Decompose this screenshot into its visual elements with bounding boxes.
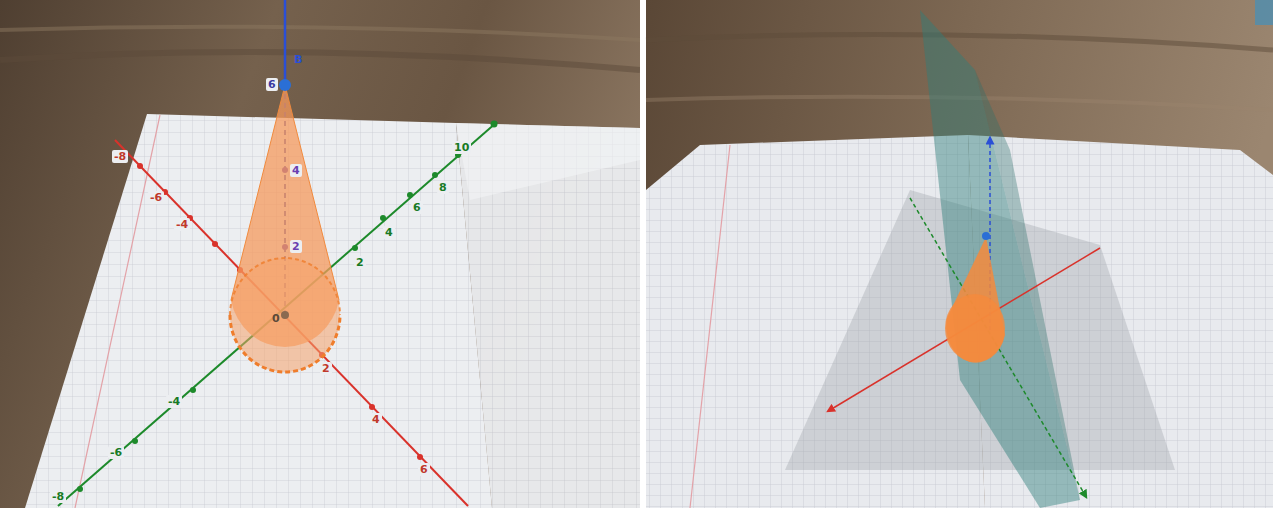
axis-number: -6: [148, 191, 164, 204]
axis-number: 2: [320, 362, 332, 375]
axis-number: 4: [383, 226, 395, 239]
axis-number: -8: [50, 490, 66, 503]
right-photo: [646, 0, 1273, 508]
axis-number: -6: [108, 446, 124, 459]
axis-number: 6: [266, 78, 278, 91]
axis-number: 6: [418, 463, 430, 476]
point-label: B: [292, 53, 304, 66]
left-photo: [0, 0, 640, 508]
axis-number: -4: [166, 395, 182, 408]
axis-number: 6: [411, 201, 423, 214]
axis-number: 2: [354, 256, 366, 269]
axis-number: 2: [290, 240, 302, 253]
axis-number: -8: [112, 150, 128, 163]
origin-label: 0: [270, 312, 282, 325]
axis-number: -4: [174, 218, 190, 231]
axis-number: 4: [290, 164, 302, 177]
axis-number: 10: [452, 141, 471, 154]
axis-number: 4: [370, 413, 382, 426]
axis-number: 8: [437, 181, 449, 194]
